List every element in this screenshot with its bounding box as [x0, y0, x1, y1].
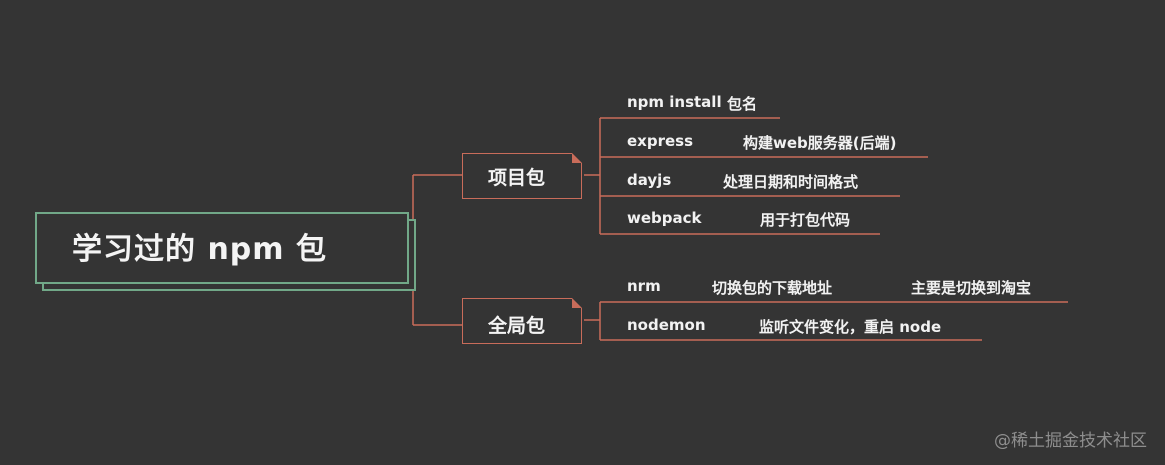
leaf-desc: 监听文件变化，重启 node [759, 318, 942, 336]
root-node-title: 学习过的 npm 包 [72, 232, 327, 267]
branch-label-project: 项目包 [488, 167, 546, 189]
branch-node-project [462, 153, 582, 199]
connector-b2-trunk [584, 302, 601, 340]
leaf-name: npm install [627, 93, 722, 111]
root-node [35, 212, 409, 284]
leaf-desc: 用于打包代码 [760, 211, 851, 229]
watermark: @稀土掘金技术社区 [994, 431, 1147, 451]
leaf-desc: 切换包的下载地址 [712, 279, 833, 297]
leaf-name: nodemon [627, 316, 706, 334]
leaf-desc: 包名 [727, 95, 758, 113]
leaf-desc: 构建web服务器(后端) [743, 134, 897, 152]
connector-b1-trunk [584, 118, 601, 234]
leaf-name: webpack [627, 209, 702, 227]
leaf-name: dayjs [627, 171, 672, 189]
leaf-name: express [627, 132, 694, 150]
leaf-note: 主要是切换到淘宝 [911, 279, 1032, 297]
leaf-desc: 处理日期和时间格式 [723, 173, 859, 191]
branch-node-global [462, 298, 582, 344]
leaf-name: nrm [627, 277, 661, 295]
branch-label-global: 全局包 [488, 315, 546, 337]
